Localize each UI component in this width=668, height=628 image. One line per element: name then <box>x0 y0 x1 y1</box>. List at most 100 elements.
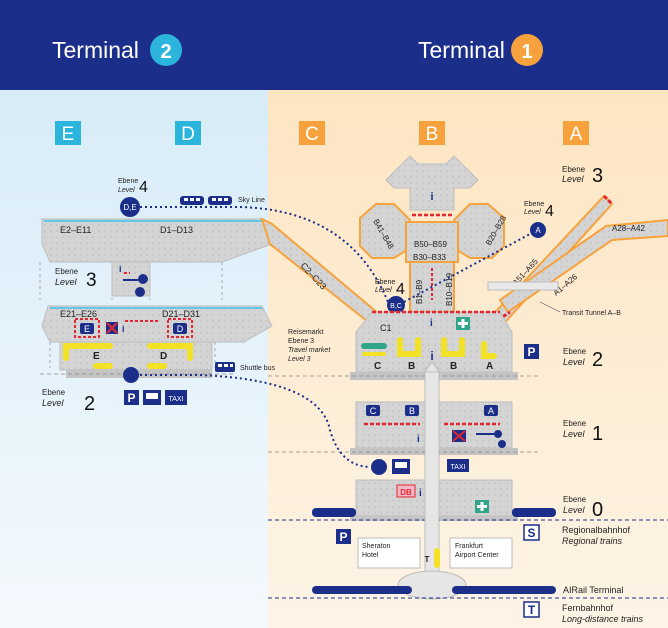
pier-b-upper-info: i <box>430 191 433 203</box>
t2-level2-number: 2 <box>84 393 95 415</box>
t1-taxi-icon <box>447 459 469 472</box>
t1-bottom-parking-letter: P <box>339 530 347 544</box>
shuttle-bus-label: Shuttle bus <box>240 365 276 372</box>
sheraton-line2: Hotel <box>362 552 379 559</box>
t1-bc-level4-de: Ebene <box>375 279 395 286</box>
terminal2-number: 2 <box>160 41 171 63</box>
fernbahn-icon <box>523 601 540 618</box>
transit-tunnel <box>487 281 559 291</box>
level1-checkin-b <box>405 405 419 416</box>
t1-level3-en: Level <box>562 174 585 184</box>
skytrain-stop-bc-label: B,C <box>390 303 402 310</box>
t2-shuttle-stop[interactable] <box>123 367 139 383</box>
gate-e2-e11: E2–E11 <box>60 225 91 235</box>
terminal1-title: Terminal <box>418 37 505 63</box>
t2-level4-number: 4 <box>139 179 148 196</box>
t2-level3-de: Ebene <box>55 267 79 276</box>
t1-level3-de: Ebene <box>562 165 586 174</box>
t1-parking-icon <box>524 344 539 359</box>
skyline-train-icon <box>180 196 232 205</box>
gate-d1-d13: D1–D13 <box>160 225 193 235</box>
t2-level4-en: Level <box>118 187 135 194</box>
gate-e21-e26: E21–E26 <box>60 309 97 319</box>
t2-checkin-d-letter: D <box>177 324 184 334</box>
regional-train-icon <box>312 508 556 517</box>
fernbahn-letter: T <box>528 603 536 617</box>
skytrain-stop-bc[interactable] <box>387 296 405 314</box>
terminal2-badge <box>150 34 182 66</box>
t2-checkin-e <box>80 323 94 334</box>
t1-level0-de: Ebene <box>563 495 587 504</box>
header-bar <box>0 0 668 90</box>
sheraton-hotel <box>357 537 421 569</box>
skytrain-stop-a[interactable] <box>530 222 546 238</box>
t2-checkin-counter-d <box>147 343 193 361</box>
train-t-label: T <box>425 555 430 564</box>
t1-level2-info: i <box>430 349 433 363</box>
gate-d21-d31: D21–D31 <box>162 309 200 319</box>
t2-level4-de: Ebene <box>118 178 138 185</box>
t1-shuttle-stop[interactable] <box>371 459 387 475</box>
gate-b10-b19: B10–B19 <box>445 273 454 306</box>
skyline-label: Sky Line <box>238 197 265 204</box>
level1-checkin-a <box>484 405 498 416</box>
zone-c: C <box>374 361 381 372</box>
zone-b2: B <box>450 361 457 372</box>
long-distance-en: Long-distance trains <box>562 614 644 624</box>
t1-level2-en: Level <box>563 357 586 367</box>
t1-level2-de: Ebene <box>563 347 587 356</box>
long-distance-de: Fernbahnhof <box>562 603 614 613</box>
t2-taxi-label: TAXI <box>168 396 183 403</box>
skytrain-stop-a-label: A <box>535 226 541 235</box>
t2-passport-icon <box>135 287 145 297</box>
level1-checkin-b-letter: B <box>409 406 415 416</box>
counter-a <box>481 341 497 359</box>
gate-b50-b59: B50–B59 <box>414 240 447 249</box>
level1-checkin-a-letter: A <box>488 406 494 416</box>
pier-e-badge <box>55 121 81 145</box>
t2-level3-en: Level <box>55 277 78 287</box>
t2-level2-de: Ebene <box>42 388 66 397</box>
gate-a28-a42: A28–A42 <box>612 224 645 233</box>
skytrain-stop-de[interactable] <box>120 197 140 217</box>
pier-a-letter: A <box>570 124 583 145</box>
pier-b-east-wing <box>453 203 505 259</box>
s-bahn-letter: S <box>527 526 535 540</box>
level1-checkin-c <box>366 405 380 416</box>
t1-parking-letter: P <box>527 345 535 359</box>
t1-level1-number: 1 <box>592 423 603 445</box>
regional-trains-en: Regional trains <box>562 536 623 546</box>
pier-b-upper <box>385 155 479 211</box>
shuttle-route <box>140 374 371 468</box>
pier-c-badge <box>299 121 325 145</box>
t1-taxi-label: TAXI <box>450 464 465 471</box>
fac-line2: Airport Center <box>455 552 499 559</box>
t2-security-icon <box>138 274 148 284</box>
terminal2-title: Terminal <box>52 37 139 63</box>
t2-e-gate-box <box>74 318 100 338</box>
t1-level2-info-top: i <box>430 318 433 329</box>
t2-zone-d: D <box>160 351 167 362</box>
t1-level0-en: Level <box>563 505 586 515</box>
terminal1-badge <box>511 34 543 66</box>
t2-level3-number: 3 <box>86 270 97 291</box>
gate-b30-b33: B30–B33 <box>413 253 446 262</box>
t2-taxi-icon <box>165 390 187 405</box>
db-icon <box>396 484 416 498</box>
travel-market-en-level: Level 3 <box>288 356 311 363</box>
zone-b1: B <box>408 361 415 372</box>
t2-parking-letter: P <box>127 391 135 405</box>
travel-market-de-level: Ebene 3 <box>288 338 314 345</box>
terminal1-number: 1 <box>521 41 532 63</box>
fac-line1: Frankfurt <box>455 543 483 550</box>
t2-level3-info: i <box>119 264 122 274</box>
pier-d-badge <box>175 121 201 145</box>
t1-level4-en: Level <box>524 209 541 216</box>
t2-level2-info: i <box>122 324 125 334</box>
t2-d-gate-box <box>167 318 193 338</box>
skytrain-stop-de-label: D,E <box>123 203 136 212</box>
t2-zone-e: E <box>93 351 100 362</box>
sheraton-line1: Sheraton <box>362 543 391 550</box>
t1-level0-info: i <box>419 488 422 499</box>
